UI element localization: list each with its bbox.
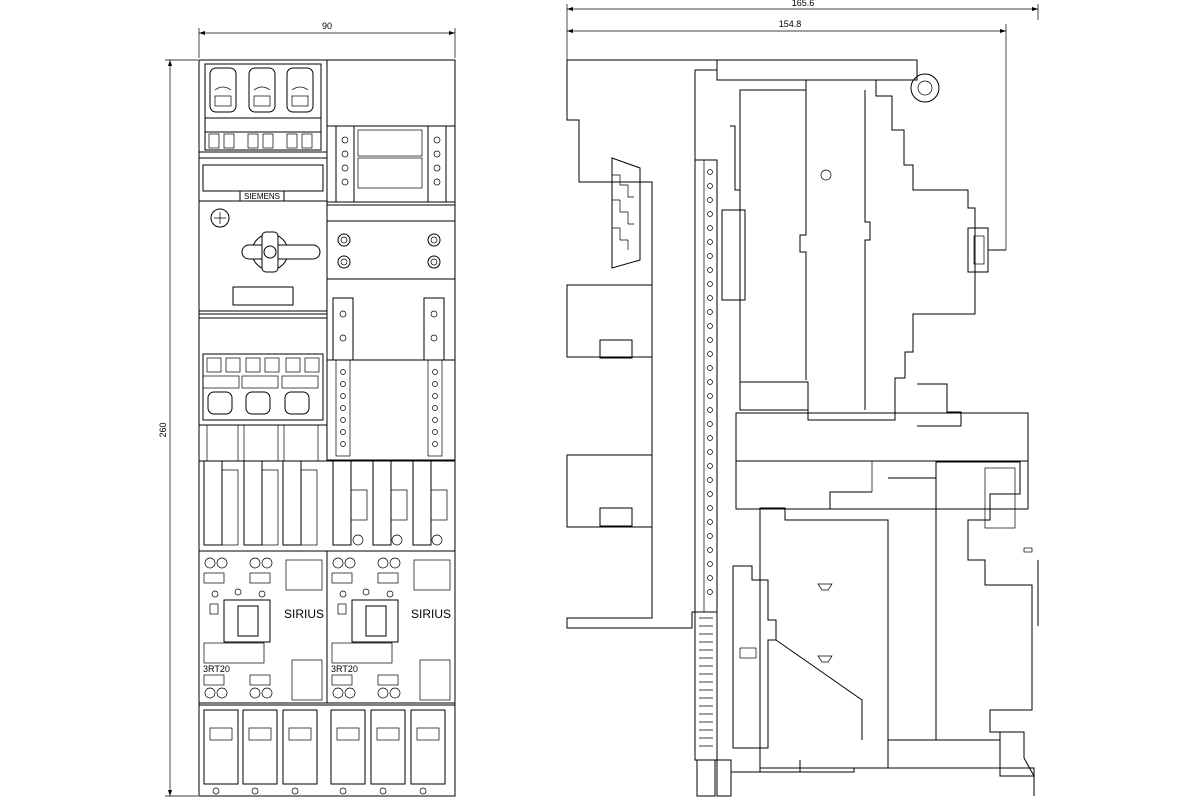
dimension-depth-inner-label: 154.8 — [779, 19, 802, 29]
din-rail — [694, 159, 732, 797]
wiring-connectors — [198, 460, 456, 552]
series-label-right: SIRIUS — [411, 607, 451, 621]
side-view: 165.6 154.8 — [566, 0, 1039, 797]
dimension-width-label: 90 — [322, 21, 332, 31]
contactor-left: 3RT20 SIRIUS — [198, 550, 328, 704]
mounting-plate — [566, 59, 718, 629]
dimension-depth-inner: 154.8 — [567, 19, 1007, 250]
indicator-window — [232, 286, 294, 306]
series-label-left: SIRIUS — [284, 607, 324, 621]
test-screw-icon — [210, 208, 230, 228]
model-label-right: 3RT20 — [331, 664, 358, 674]
model-label-left: 3RT20 — [203, 664, 230, 674]
dimension-width: 90 — [198, 21, 456, 58]
dimension-depth-total-label: 165.6 — [792, 0, 815, 8]
breaker-side-profile — [716, 59, 1006, 427]
breaker-output-terminals — [198, 353, 328, 462]
contactor-side-profile — [732, 461, 1039, 777]
link-module-side — [735, 412, 1029, 529]
circuit-breaker: SIEMENS — [198, 63, 328, 319]
dimension-height-label: 260 — [158, 422, 168, 437]
dimension-depth-total: 165.6 — [566, 0, 1039, 60]
front-view: 90 260 — [158, 21, 456, 797]
rotary-handle-icon — [241, 231, 321, 273]
contactor-right: 3RT20 SIRIUS — [326, 550, 456, 704]
output-terminals — [198, 704, 456, 797]
link-module — [326, 125, 456, 461]
dimension-height: 260 — [158, 59, 198, 797]
brand-logo: SIEMENS — [244, 192, 280, 201]
